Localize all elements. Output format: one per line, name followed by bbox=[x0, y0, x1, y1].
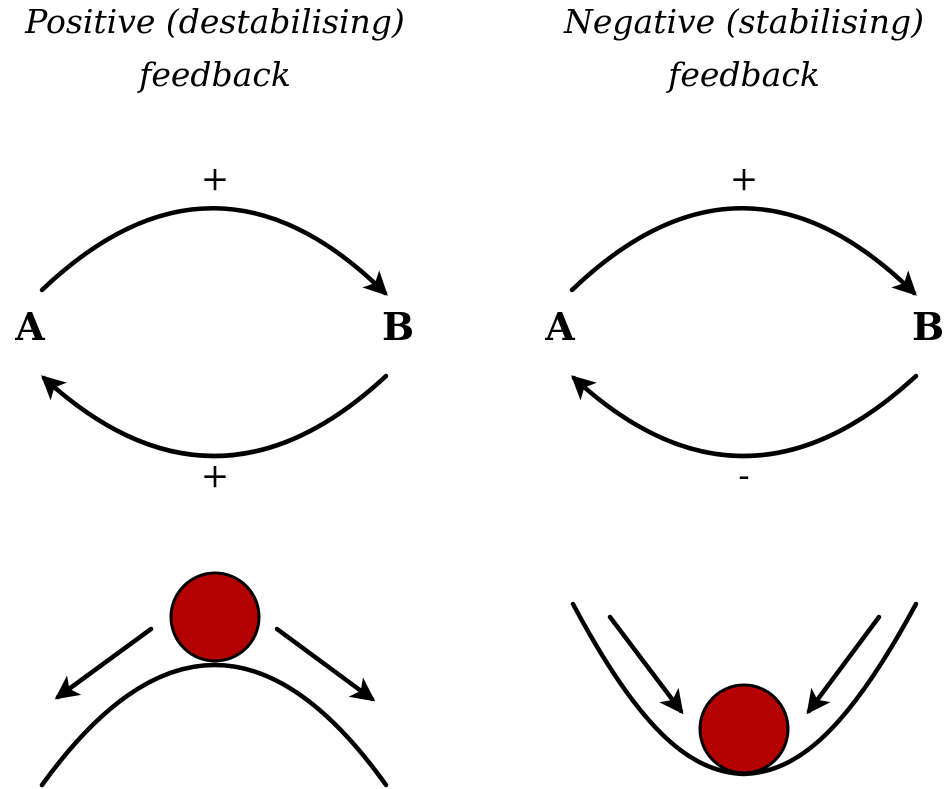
panel-title-line1: Negative (stabilising) bbox=[563, 2, 924, 41]
arrow-b-to-a bbox=[41, 373, 389, 459]
arrow-a-to-b bbox=[39, 206, 388, 296]
panel-title-line2: feedback bbox=[136, 55, 291, 94]
top-sign: + bbox=[730, 159, 759, 199]
bottom-sign: - bbox=[738, 456, 750, 496]
node-a: A bbox=[14, 304, 45, 349]
arrow-roll-right bbox=[274, 626, 376, 702]
arrow-roll-left bbox=[806, 614, 882, 715]
arrow-roll-left bbox=[54, 626, 154, 700]
panel-title-line2: feedback bbox=[665, 55, 820, 94]
node-a: A bbox=[544, 304, 575, 349]
positive-feedback-panel: Positive (destabilising) feedback + A B … bbox=[14, 2, 414, 788]
ball bbox=[698, 683, 790, 775]
bottom-sign: + bbox=[201, 456, 230, 496]
hill-curve bbox=[39, 662, 389, 788]
arrow-b-to-a bbox=[571, 373, 919, 459]
arrow-a-to-b bbox=[569, 206, 917, 296]
node-b: B bbox=[912, 304, 944, 349]
node-b: B bbox=[382, 304, 414, 349]
negative-feedback-panel: Negative (stabilising) feedback + A B - bbox=[544, 2, 944, 777]
panel-title-line1: Positive (destabilising) bbox=[24, 2, 405, 41]
arrow-roll-right bbox=[607, 614, 684, 715]
top-sign: + bbox=[201, 159, 230, 199]
ball bbox=[169, 571, 261, 663]
